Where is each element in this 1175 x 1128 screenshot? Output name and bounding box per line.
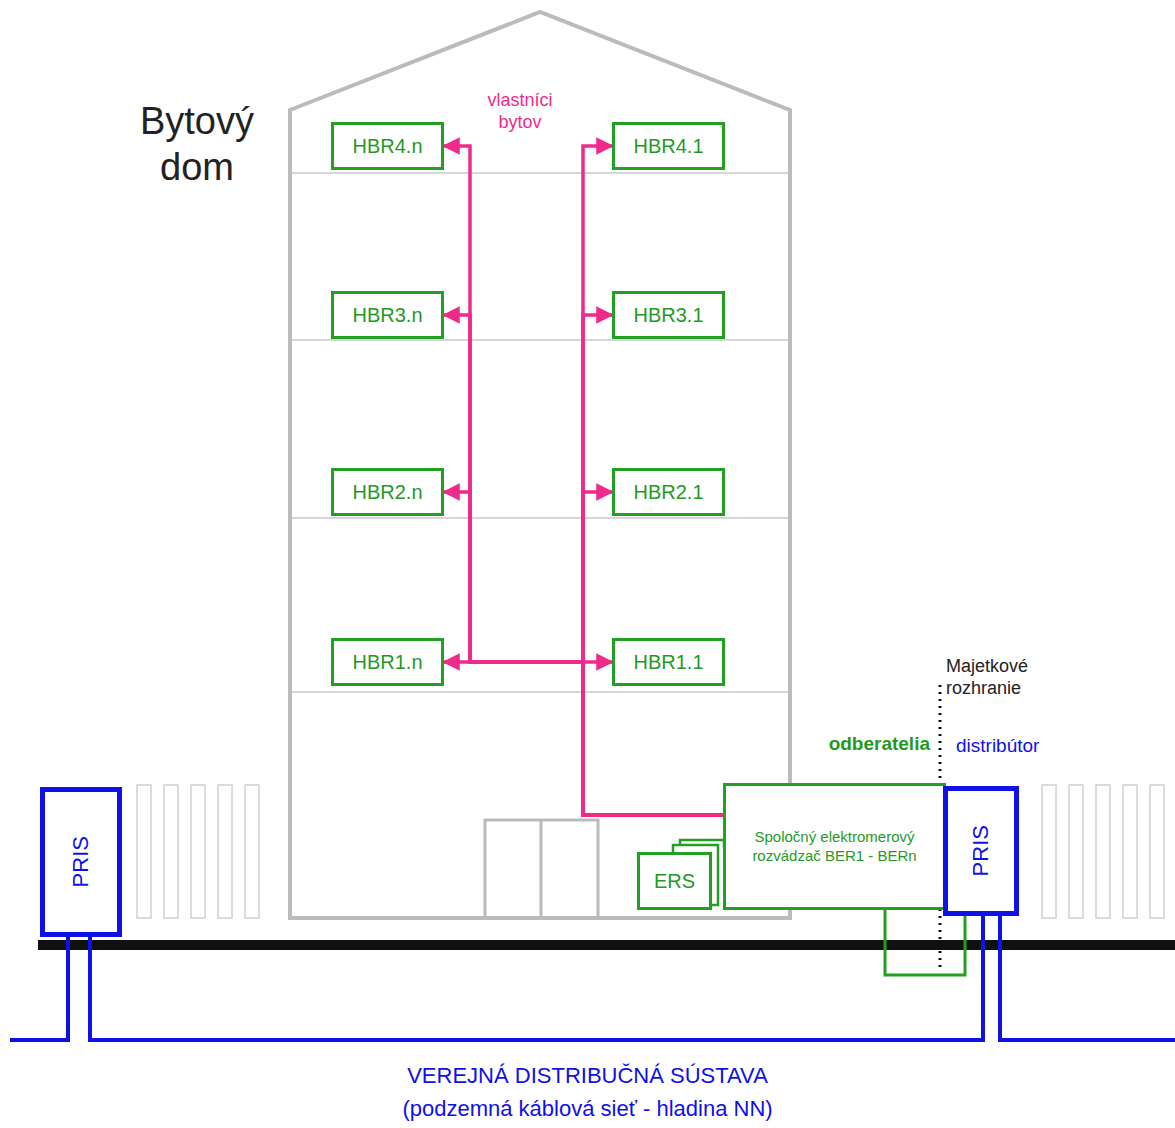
meter-box: HBR4.n [331,122,444,170]
meter-box: HBR3.1 [612,291,725,339]
annotation: Majetkové rozhranie [946,656,1086,699]
box-label: PRIS [67,836,95,887]
meter-box: ERS [637,852,712,910]
meter-box: HBR2.1 [612,468,725,516]
connector [90,916,983,1040]
door [485,820,598,918]
box-label: HBR4.n [352,134,422,159]
apartment-building: Bytový domHBR4.nHBR4.1HBR3.nHBR3.1HBR2.n… [290,12,790,918]
connector [444,146,723,815]
box-label: HBR4.1 [633,134,703,159]
connector [444,492,723,815]
connector [885,910,965,975]
cable [10,915,1175,1040]
connector [583,492,723,815]
ground-line [38,940,1175,950]
floor-lines [290,173,790,692]
meter-box: Spoločný elektromerový rozvádzač BER1 - … [723,783,946,910]
box-label: HBR3.n [352,303,422,328]
box-label: HBR2.1 [633,480,703,505]
meter-box: HBR1.1 [612,638,725,686]
connection-box: PRIS [943,786,1019,916]
meter-box: HBR3.n [331,291,444,339]
connector [583,146,723,815]
building-heading: Bytový dom [122,98,272,191]
connection-box: PRIS [40,787,122,937]
meter-box: HBR1.n [331,638,444,686]
box-label: HBR2.n [352,480,422,505]
meter-box: HBR4.1 [612,122,725,170]
connector [583,315,723,815]
annotation: odberatelia [780,733,930,756]
box-label: ERS [654,869,695,894]
box-label: HBR1.1 [633,650,703,675]
box-label: HBR1.n [352,650,422,675]
box-label: HBR3.1 [633,303,703,328]
meter-box: HBR2.n [331,468,444,516]
box-label: PRIS [967,825,995,876]
annotation: VEREJNÁ DISTRIBUČNÁ SÚSTAVA [250,1063,925,1089]
annotation: (podzemná káblová sieť - hladina NN) [250,1096,925,1122]
annotation: vlastníci bytov [470,90,570,133]
box-label: Spoločný elektromerový rozvádzač BER1 - … [726,828,943,866]
connector [444,315,723,815]
annotation: distribútor [956,735,1096,758]
